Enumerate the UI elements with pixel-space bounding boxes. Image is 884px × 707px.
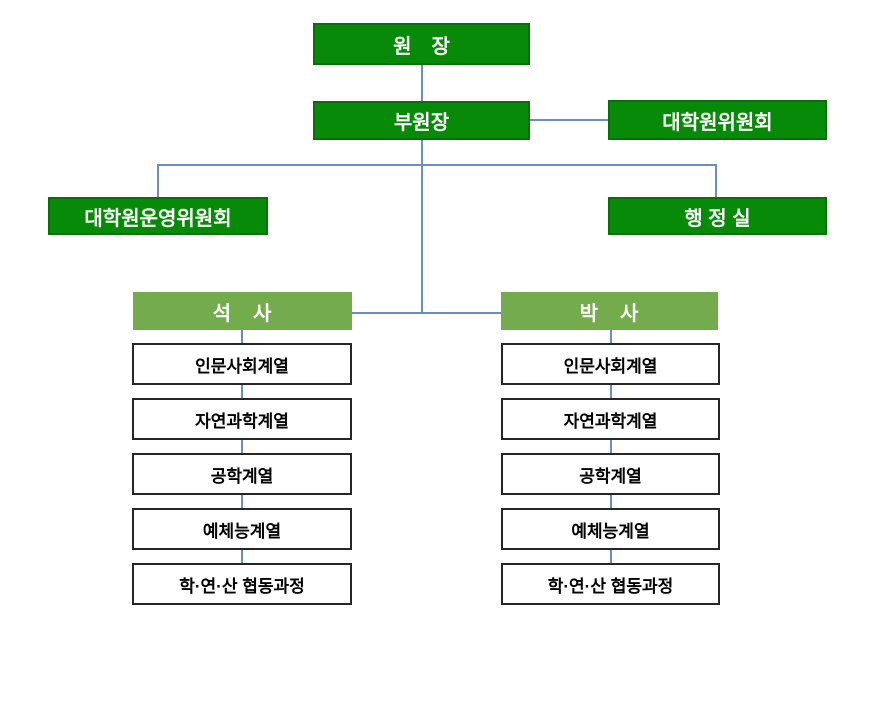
- department-label: 예체능계열: [202, 521, 282, 541]
- admin-office-box: 행 정 실: [608, 197, 827, 235]
- department-box: 인문사회계열: [501, 343, 720, 385]
- department-box: 공학계열: [132, 453, 352, 495]
- department-label: 공학계열: [210, 466, 274, 486]
- admin-office-label: 행 정 실: [684, 207, 751, 230]
- connector-operating-committee-drop: [157, 164, 159, 197]
- connector-admin-office-drop: [715, 164, 717, 197]
- department-label: 예체능계열: [571, 521, 650, 541]
- connector-director-vice: [421, 65, 423, 101]
- connector-tracks-rail: [352, 312, 501, 314]
- graduate-committee-box: 대학원위원회: [608, 100, 827, 140]
- department-box: 인문사회계열: [132, 343, 352, 385]
- connector-doctoral-spine: [610, 330, 612, 565]
- masters-track-label: 석 사: [212, 302, 273, 325]
- vice-director-box: 부원장: [313, 101, 530, 140]
- graduate-committee-label: 대학원위원회: [662, 111, 773, 134]
- connector-center-drop: [421, 140, 423, 314]
- director-label: 원 장: [393, 35, 450, 58]
- department-box: 학·연·산 협동과정: [501, 563, 720, 605]
- department-label: 학·연·산 협동과정: [179, 576, 305, 596]
- operating-committee-label: 대학원운영위원회: [84, 207, 232, 230]
- department-label: 인문사회계열: [563, 356, 658, 376]
- department-box: 학·연·산 협동과정: [132, 563, 352, 605]
- vice-director-label: 부원장: [393, 112, 450, 134]
- department-label: 자연과학계열: [563, 411, 658, 431]
- connector-vice-committee: [530, 119, 608, 121]
- department-box: 예체능계열: [501, 508, 720, 550]
- department-label: 공학계열: [579, 466, 642, 486]
- masters-department-column: 인문사회계열 자연과학계열 공학계열 예체능계열 학·연·산 협동과정: [132, 343, 352, 605]
- department-label: 학·연·산 협동과정: [547, 576, 674, 596]
- connector-masters-spine: [241, 330, 243, 565]
- department-label: 인문사회계열: [195, 356, 289, 376]
- doctoral-department-column: 인문사회계열 자연과학계열 공학계열 예체능계열 학·연·산 협동과정: [501, 343, 720, 605]
- department-label: 자연과학계열: [195, 411, 289, 431]
- connector-tier2-rail: [157, 164, 716, 166]
- director-box: 원 장: [313, 23, 530, 65]
- doctoral-track-label: 박 사: [579, 302, 640, 325]
- masters-track-header: 석 사: [133, 292, 352, 330]
- doctoral-track-header: 박 사: [501, 292, 718, 330]
- department-box: 공학계열: [501, 453, 720, 495]
- operating-committee-box: 대학원운영위원회: [48, 197, 268, 235]
- department-box: 예체능계열: [132, 508, 352, 550]
- department-box: 자연과학계열: [132, 398, 352, 440]
- department-box: 자연과학계열: [501, 398, 720, 440]
